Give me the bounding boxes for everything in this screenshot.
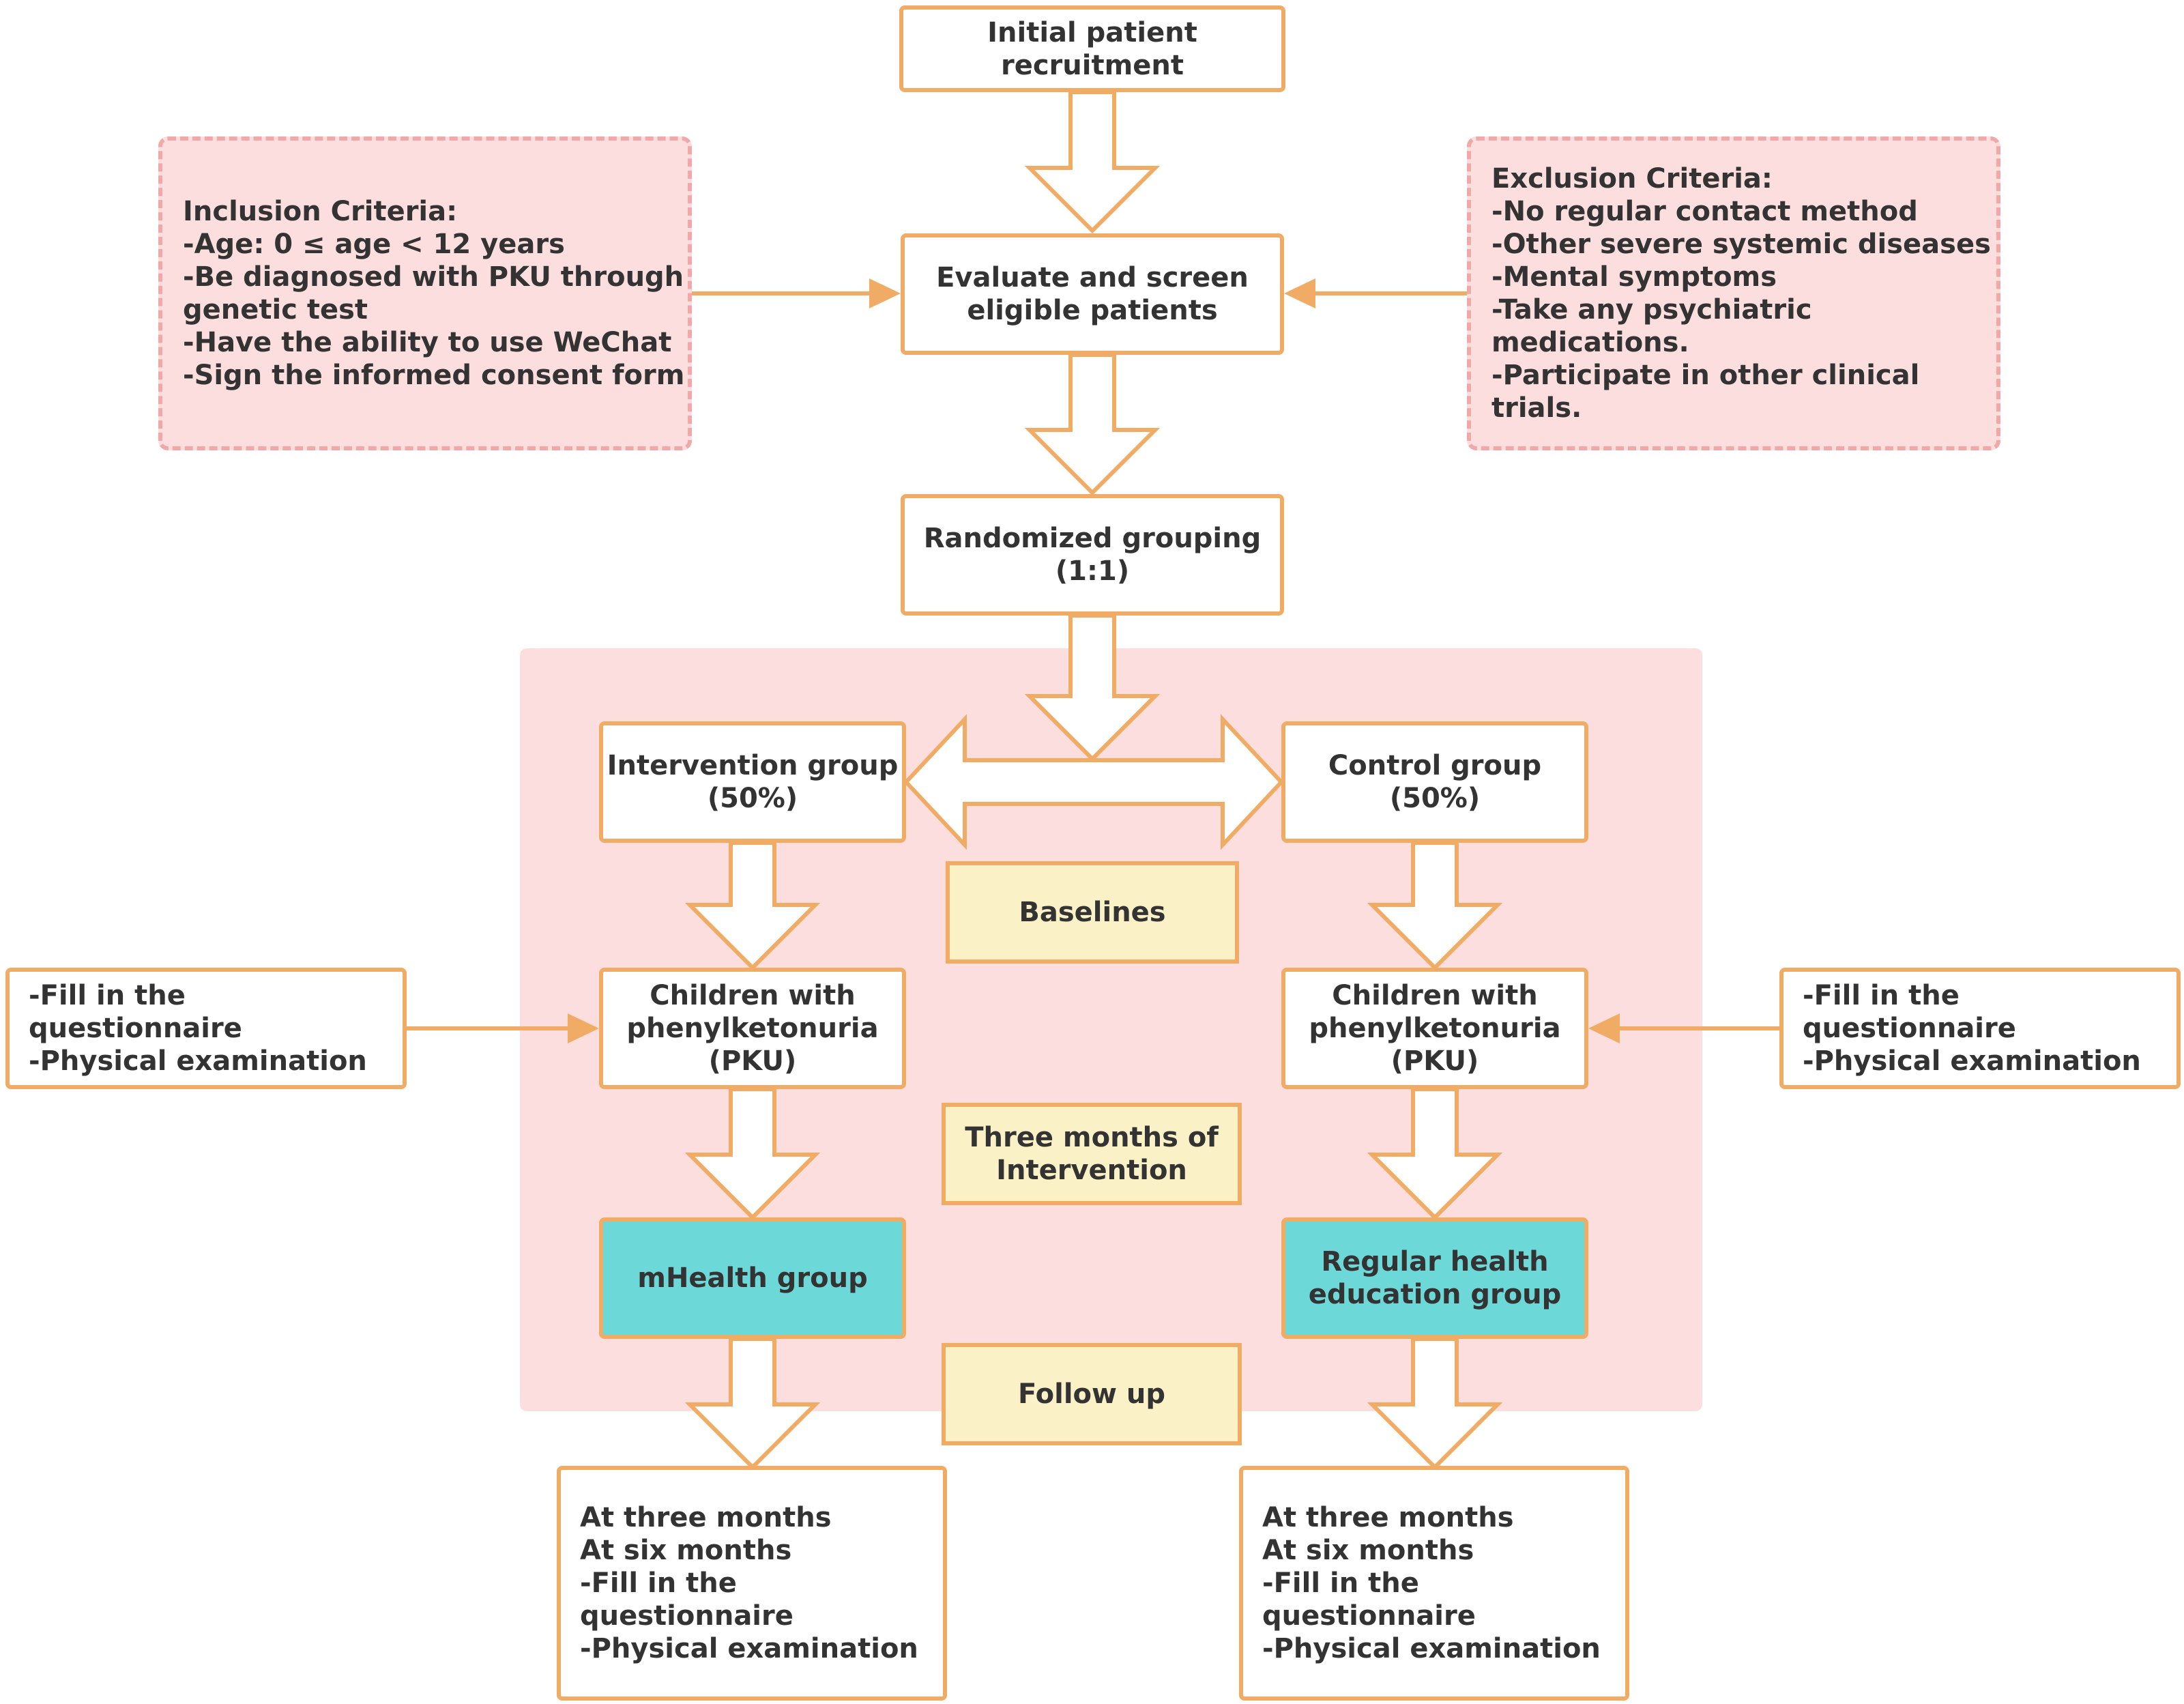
regular-education-group-box: Regular health education group [1281, 1217, 1588, 1339]
evaluate-box: Evaluate and screen eligible patients [901, 233, 1284, 355]
baselines-label: Baselines [946, 861, 1239, 964]
randomize-box: Randomized grouping (1:1) [901, 494, 1284, 616]
arrow-mhealth-to-followup [684, 1337, 821, 1471]
children-pku-left-box: Children with phenylketonuria (PKU) [599, 968, 906, 1089]
follow-up-label: Follow up [942, 1343, 1242, 1445]
arrow-randomize-stem-overlay [1024, 613, 1161, 762]
arrow-intervention-to-children [684, 841, 821, 971]
right-assessment-box: -Fill in the questionnaire -Physical exa… [1779, 968, 2181, 1089]
arrow-recruitment-to-evaluate [1024, 90, 1161, 234]
mhealth-group-box: mHealth group [599, 1217, 906, 1339]
inclusion-criteria-box: Inclusion Criteria: -Age: 0 ≤ age < 12 y… [158, 136, 692, 450]
intervention-group-box: Intervention group (50%) [599, 721, 906, 843]
arrow-children-to-mhealth [684, 1087, 821, 1221]
arrow-children-to-regular [1367, 1087, 1503, 1221]
recruitment-box: Initial patient recruitment [899, 5, 1285, 92]
follow-up-left-box: At three months At six months -Fill in t… [557, 1466, 947, 1701]
arrow-inclusion-to-evaluate-head [869, 278, 901, 308]
arrow-exclusion-to-evaluate-head [1284, 278, 1315, 308]
arrow-left-assessment-to-children-head [568, 1013, 599, 1043]
arrow-evaluate-to-randomize [1024, 353, 1161, 496]
children-pku-right-box: Children with phenylketonuria (PKU) [1281, 968, 1588, 1089]
arrow-right-assessment-to-children-head [1588, 1013, 1620, 1043]
left-assessment-box: -Fill in the questionnaire -Physical exa… [5, 968, 407, 1089]
control-group-box: Control group (50%) [1281, 721, 1588, 843]
exclusion-criteria-box: Exclusion Criteria: -No regular contact … [1467, 136, 2000, 450]
follow-up-right-box: At three months At six months -Fill in t… [1239, 1466, 1629, 1701]
arrow-control-to-children [1367, 841, 1503, 971]
arrow-regular-to-followup [1367, 1337, 1503, 1471]
intervention-phase-label: Three months of Intervention [942, 1103, 1242, 1205]
